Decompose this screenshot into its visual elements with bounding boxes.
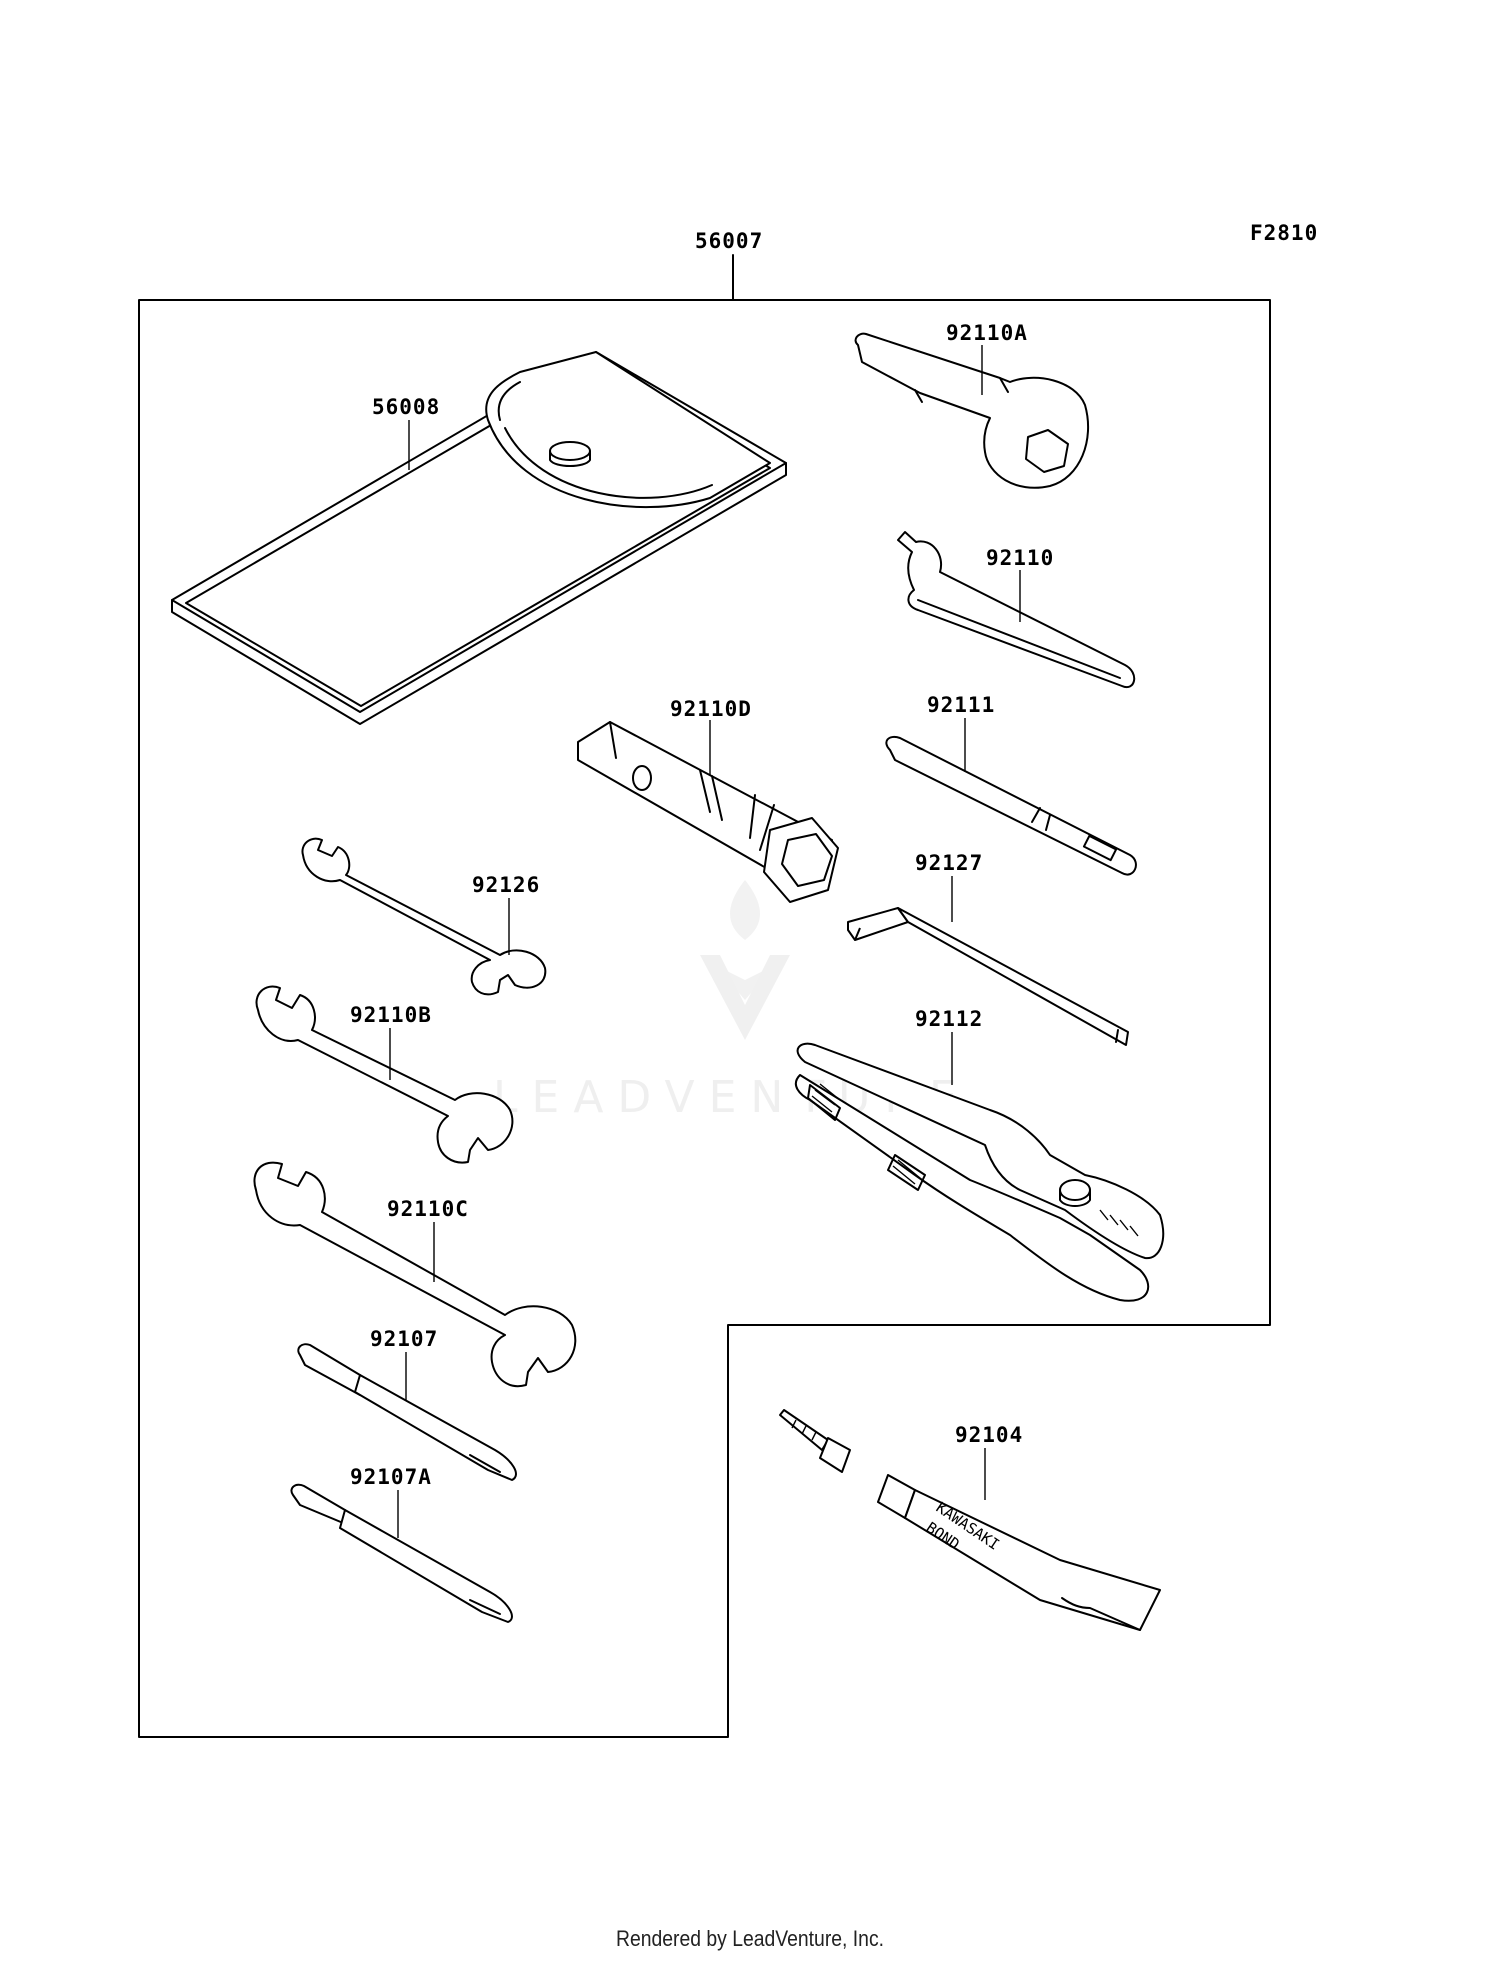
callout-92107[interactable]: 92107 (370, 1327, 438, 1351)
callout-92104[interactable]: 92104 (955, 1423, 1023, 1447)
wrench-medium[interactable] (255, 985, 514, 1164)
tool-case[interactable] (171, 351, 787, 725)
screwdriver[interactable] (297, 1343, 517, 1481)
plug-wrench[interactable] (577, 721, 839, 903)
wrench-small[interactable] (301, 837, 547, 996)
callout-92110a[interactable]: 92110A (946, 321, 1028, 345)
hook-spanner[interactable] (897, 531, 1136, 689)
figure-code: F2810 (1250, 221, 1318, 245)
tommy-bar[interactable] (885, 736, 1137, 876)
callout-92110b[interactable]: 92110B (350, 1003, 432, 1027)
kit-outline (138, 254, 1271, 1738)
pliers[interactable] (794, 1042, 1165, 1302)
callout-92107a[interactable]: 92107A (350, 1465, 432, 1489)
callout-92110[interactable]: 92110 (986, 546, 1054, 570)
ring-spanner[interactable] (854, 332, 1090, 489)
screwdriver-a[interactable] (290, 1483, 513, 1623)
footer-credit: Rendered by LeadVenture, Inc. (615, 1926, 885, 1951)
hex-key[interactable] (847, 907, 1129, 1046)
callout-92126[interactable]: 92126 (472, 873, 540, 897)
callout-56008[interactable]: 56008 (372, 395, 440, 419)
callout-92110d[interactable]: 92110D (670, 697, 752, 721)
callout-92111[interactable]: 92111 (927, 693, 995, 717)
wrench-large[interactable] (253, 1161, 577, 1388)
callout-92112[interactable]: 92112 (915, 1007, 983, 1031)
callout-56007[interactable]: 56007 (695, 229, 763, 253)
callout-92127[interactable]: 92127 (915, 851, 983, 875)
callout-92110c[interactable]: 92110C (387, 1197, 469, 1221)
